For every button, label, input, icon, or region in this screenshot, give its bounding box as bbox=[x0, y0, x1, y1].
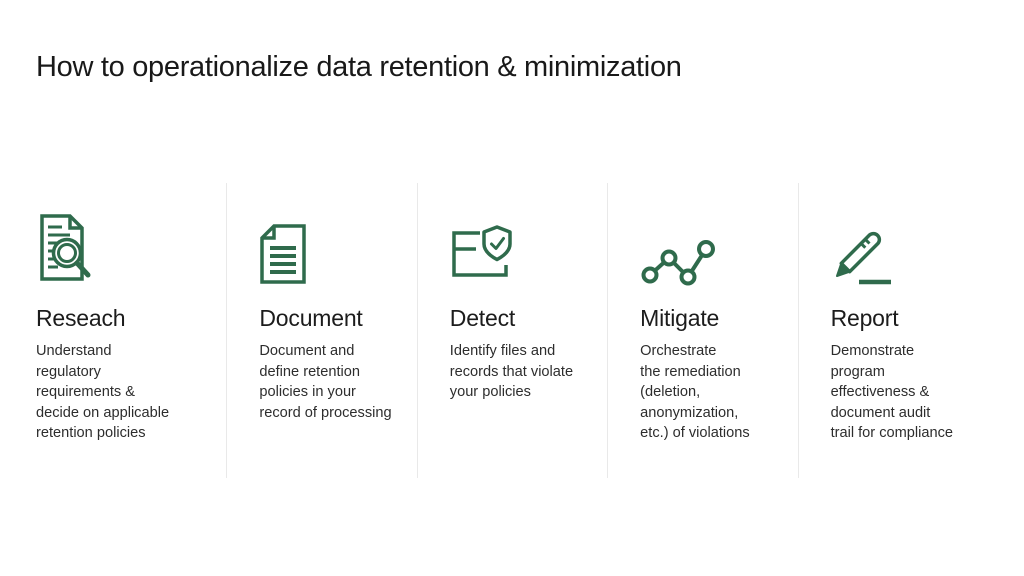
step-icon-box bbox=[259, 213, 402, 305]
step-document: Document Document and define retention p… bbox=[226, 183, 416, 478]
step-icon-box bbox=[640, 213, 783, 305]
shield-check-folder-icon bbox=[452, 225, 512, 277]
document-lines-icon bbox=[260, 224, 307, 284]
step-icon-box bbox=[831, 213, 974, 305]
step-icon-box bbox=[36, 213, 212, 305]
step-description: Document and define retention policies i… bbox=[259, 343, 392, 421]
step-research: Reseach Understand regulatory requiremen… bbox=[36, 183, 226, 478]
activity-nodes-icon bbox=[641, 240, 716, 286]
step-title: Detect bbox=[449, 305, 516, 331]
step-description: Orchestrate the remediation (deletion, a… bbox=[640, 343, 750, 441]
document-search-icon bbox=[40, 214, 91, 281]
steps-row: Reseach Understand regulatory requiremen… bbox=[36, 183, 988, 478]
step-title: Mitigate bbox=[640, 305, 720, 331]
step-mitigate: Mitigate Orchestrate the remediation (de… bbox=[607, 183, 797, 478]
step-report: Report Demonstrate program effectiveness… bbox=[797, 183, 988, 478]
step-icon-box bbox=[450, 213, 593, 305]
step-description: Demonstrate program effectiveness & docu… bbox=[830, 343, 954, 441]
pencil-underline-icon bbox=[835, 231, 891, 285]
step-title: Report bbox=[830, 305, 899, 331]
step-title: Reseach bbox=[36, 305, 126, 331]
step-description: Identify files and records that violate … bbox=[449, 343, 574, 400]
step-description: Understand regulatory requirements & dec… bbox=[36, 343, 170, 441]
step-title: Document bbox=[259, 305, 363, 331]
page-title: How to operationalize data retention & m… bbox=[36, 51, 682, 83]
step-detect: Detect Identify files and records that v… bbox=[416, 183, 607, 478]
